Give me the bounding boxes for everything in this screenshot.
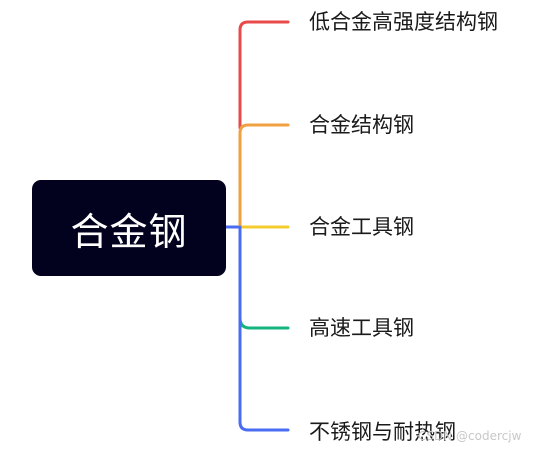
branch-label-4: 高速工具钢 xyxy=(309,316,414,340)
connector-branch-4 xyxy=(238,316,290,330)
connector-branch-5 xyxy=(238,225,290,432)
watermark: CSDN @codercjw xyxy=(418,429,522,443)
branch-label-3: 合金工具钢 xyxy=(309,215,414,239)
branch-label-5: 不锈钢与耐热钢 xyxy=(309,420,456,444)
connector-branch-1 xyxy=(238,20,290,130)
root-node: 合金钢 xyxy=(32,180,226,276)
connector-branch-2 xyxy=(238,123,290,229)
root-label: 合金钢 xyxy=(70,209,188,254)
branch-label-1: 低合金高强度结构钢 xyxy=(309,10,498,34)
branch-label-2: 合金结构钢 xyxy=(309,113,414,137)
